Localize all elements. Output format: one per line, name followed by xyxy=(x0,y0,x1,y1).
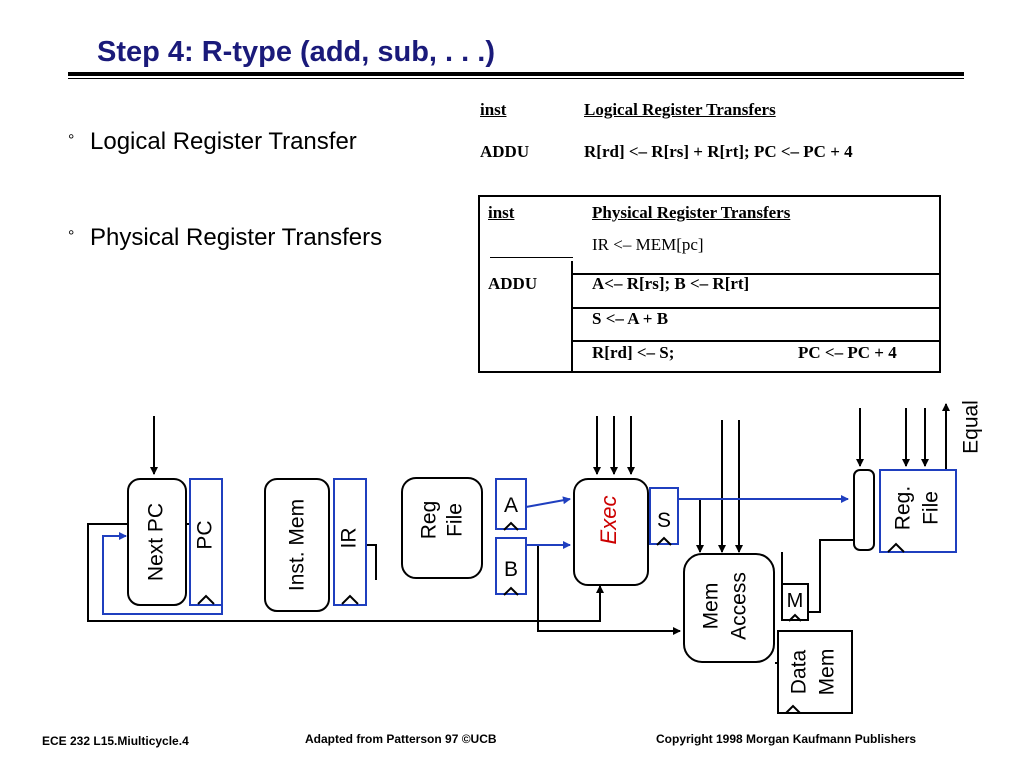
reg-file-right-box xyxy=(879,469,957,553)
footer-credit: Adapted from Patterson 97 ©UCB xyxy=(305,732,497,746)
mem-access-label: Access xyxy=(728,572,751,640)
clock-icon xyxy=(503,521,519,531)
physical-row-decode: A<– R[rs]; B <– R[rt] xyxy=(592,274,750,293)
data-mem-box xyxy=(777,630,853,714)
bullet-logical: ° Logical Register Transfer xyxy=(68,128,357,156)
logical-inst: ADDU xyxy=(480,142,530,161)
table-divider xyxy=(571,307,939,309)
data-mem-label: Mem xyxy=(816,649,839,696)
clock-icon xyxy=(503,586,519,596)
mem-access-label: Mem xyxy=(700,583,723,630)
page-title: Step 4: R-type (add, sub, . . .) xyxy=(97,36,495,68)
physical-header-inst: inst xyxy=(488,203,515,222)
bullet-symbol: ° xyxy=(68,132,75,149)
next-pc-box xyxy=(127,478,187,606)
bullet-physical: ° Physical Register Transfers xyxy=(68,224,382,252)
table-divider xyxy=(571,273,939,275)
a-register xyxy=(495,478,527,530)
physical-row-fetch: IR <– MEM[pc] xyxy=(592,235,704,254)
physical-header-transfers: Physical Register Transfers xyxy=(592,203,791,222)
reg-file-right-label: File xyxy=(920,491,943,525)
b-register xyxy=(495,537,527,595)
mux-box xyxy=(853,469,875,551)
data-mem-label: Data xyxy=(788,650,811,695)
physical-row-pc: PC <– PC + 4 xyxy=(798,343,897,362)
reg-file-label: Reg xyxy=(418,501,441,540)
input-wires xyxy=(150,403,950,553)
pc-label: PC xyxy=(194,520,217,549)
s-label: S xyxy=(657,509,671,532)
clock-icon xyxy=(341,594,359,605)
clock-icon xyxy=(197,594,215,605)
ir-label: IR xyxy=(338,528,361,549)
reg-file-box xyxy=(401,477,483,579)
logical-header-transfers: Logical Register Transfers xyxy=(584,100,776,119)
bullet-symbol: ° xyxy=(68,228,75,245)
physical-inst: ADDU xyxy=(488,274,538,293)
ir-register xyxy=(333,478,367,606)
next-pc-label: Next PC xyxy=(145,503,168,581)
footer-course: ECE 232 L15.Miulticycle.4 xyxy=(42,734,189,748)
logical-header-inst: inst xyxy=(480,100,507,119)
pc-register xyxy=(189,478,223,606)
inst-mem-box xyxy=(264,478,330,612)
bullet-text: Physical Register Transfers xyxy=(90,224,383,251)
equal-label: Equal xyxy=(960,400,983,454)
s-register xyxy=(649,487,679,545)
title-rule-thin xyxy=(68,78,964,79)
table-divider xyxy=(571,340,939,342)
physical-transfer-table: inst Physical Register Transfers IR <– M… xyxy=(478,195,941,373)
footer-copyright: Copyright 1998 Morgan Kaufmann Publisher… xyxy=(656,732,917,746)
inst-blank-line xyxy=(490,257,573,258)
reg-file-label: File xyxy=(444,503,467,537)
physical-row-exec: S <– A + B xyxy=(592,309,669,328)
table-divider-vertical xyxy=(571,261,573,373)
clock-icon xyxy=(788,613,802,622)
b-label: B xyxy=(504,558,518,581)
logical-transfer-table: inst Logical Register Transfers ADDU R[rd]… xyxy=(480,100,853,170)
m-label: M xyxy=(787,590,804,612)
inst-mem-label: Inst. Mem xyxy=(286,499,309,591)
bullet-text: Logical Register Transfer xyxy=(90,128,357,155)
register-wires xyxy=(102,495,849,615)
logical-transfer: R[rd] <– R[rs] + R[rt]; PC <– PC + 4 xyxy=(584,142,853,161)
clock-icon xyxy=(656,536,672,546)
title-rule xyxy=(68,72,964,76)
exec-label: Exec xyxy=(596,496,621,545)
mem-access-box xyxy=(683,553,775,663)
physical-row-writeback: R[rd] <– S; xyxy=(592,343,675,362)
exec-box xyxy=(573,478,649,586)
reg-file-right-label: Reg. xyxy=(892,486,915,530)
clock-icon xyxy=(785,704,801,714)
clock-icon xyxy=(887,542,905,553)
a-label: A xyxy=(504,494,518,517)
